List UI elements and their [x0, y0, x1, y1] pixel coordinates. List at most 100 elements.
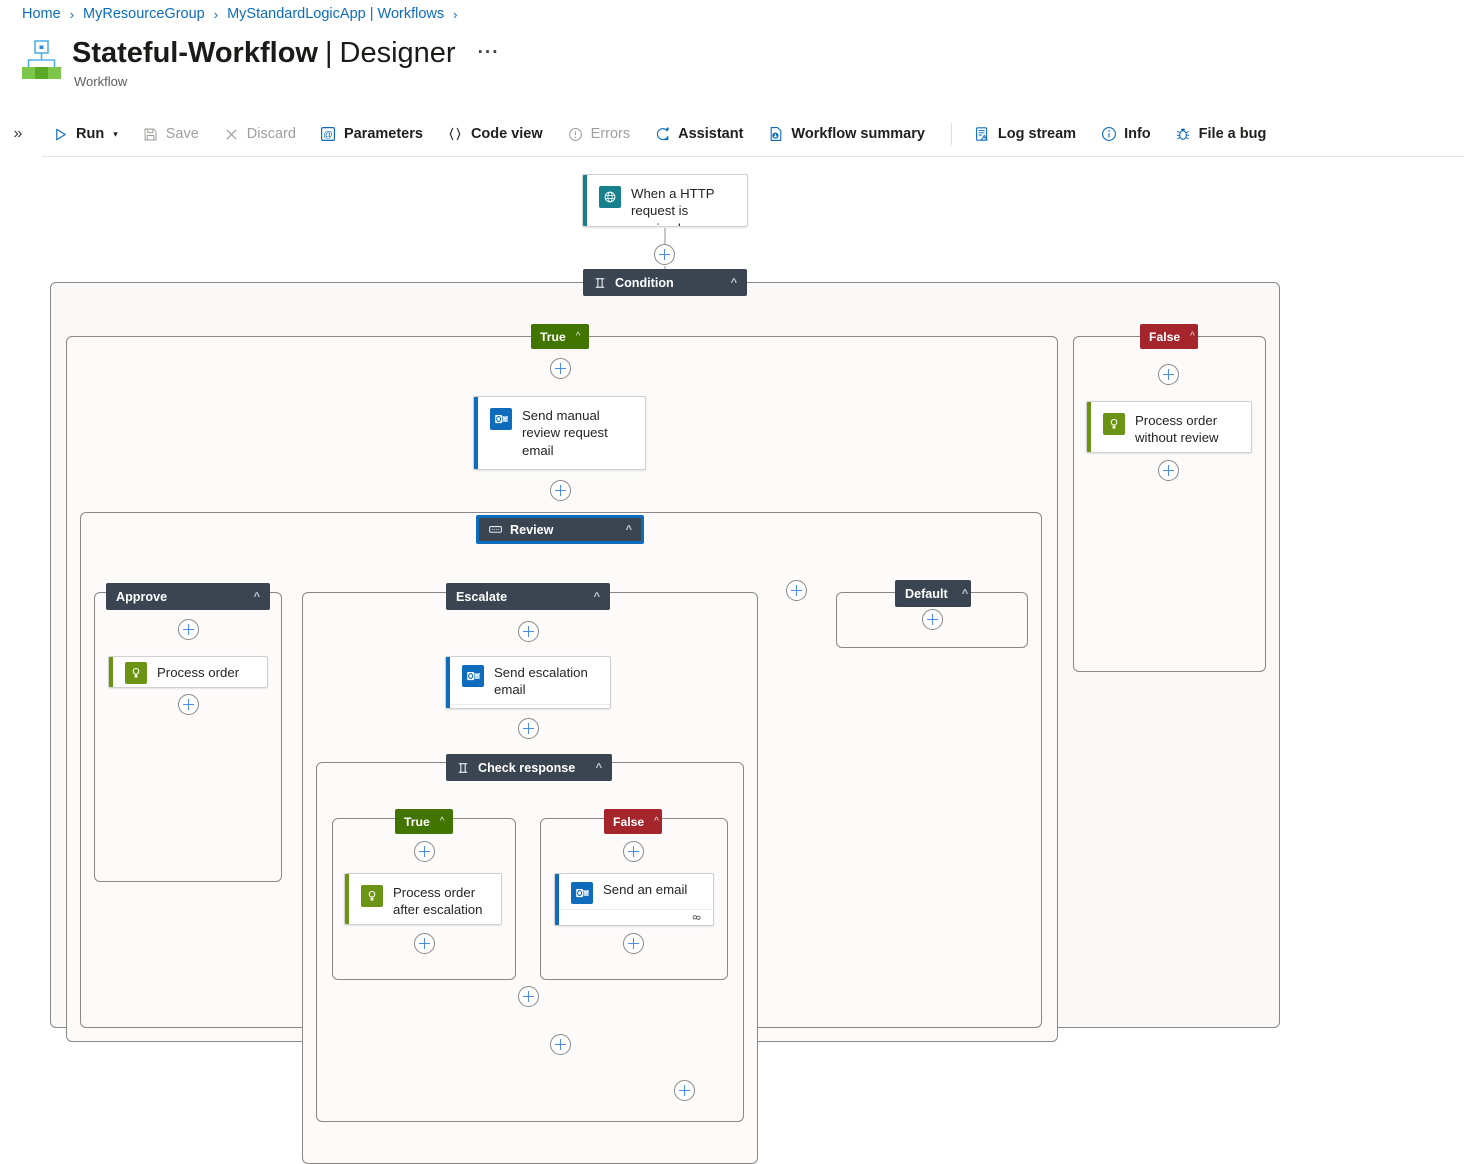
run-label: Run	[76, 126, 105, 142]
switch-case-default-header[interactable]: Default ^	[895, 580, 971, 607]
breadcrumb: Home › MyResourceGroup › MyStandardLogic…	[22, 6, 466, 22]
chevron-up-icon[interactable]: ^	[654, 816, 659, 827]
condition-node-check-response[interactable]: Check response ^	[446, 754, 612, 781]
discard-button: Discard	[213, 121, 306, 148]
toolbar-divider	[950, 123, 952, 145]
code-view-button[interactable]: Code view	[437, 121, 553, 148]
log-stream-button[interactable]: Log stream	[964, 121, 1086, 148]
file-a-bug-button[interactable]: File a bug	[1165, 121, 1277, 148]
chevron-up-icon[interactable]: ^	[1190, 331, 1195, 342]
compose-icon	[361, 885, 383, 907]
switch-case-escalate-header[interactable]: Escalate ^	[446, 583, 610, 610]
chevron-up-icon[interactable]: ^	[961, 587, 969, 600]
check-response-badge-true[interactable]: True ^	[395, 809, 453, 834]
breadcrumb-item-logic-app[interactable]: MyStandardLogicApp | Workflows	[227, 6, 445, 22]
outlook-icon	[462, 665, 484, 687]
add-action-button[interactable]	[178, 619, 199, 640]
add-action-button[interactable]	[518, 621, 539, 642]
add-action-button[interactable]	[518, 986, 539, 1007]
bug-icon	[1175, 126, 1192, 143]
action-node-label: Process order after escalation	[393, 885, 483, 918]
add-action-button[interactable]	[414, 841, 435, 862]
errors-label: Errors	[590, 126, 631, 142]
action-node-send-manual-review[interactable]: Send manual review request email	[473, 396, 646, 470]
expand-toolbar-icon[interactable]: »	[13, 125, 23, 142]
switch-case-default-label: Default	[905, 586, 948, 601]
action-node-send-escalation-email[interactable]: Send escalation email	[445, 656, 611, 709]
action-node-label: Send an email	[603, 882, 688, 897]
add-action-button[interactable]	[674, 1080, 695, 1101]
add-case-button[interactable]	[786, 580, 807, 601]
action-node-process-without-review[interactable]: Process order without review	[1086, 401, 1252, 453]
switch-case-approve-container	[94, 592, 282, 882]
check-response-badge-false[interactable]: False ^	[604, 809, 662, 834]
more-actions-button[interactable]: ···	[477, 41, 500, 63]
trigger-node-label: When a HTTP request is received	[631, 186, 715, 226]
workflow-summary-button[interactable]: Workflow summary	[757, 121, 935, 148]
toolbar-divider-line	[42, 156, 1464, 157]
chevron-up-icon[interactable]: ^	[439, 816, 445, 827]
chevron-up-icon[interactable]: ^	[593, 590, 600, 603]
action-node-label: Process order	[157, 665, 240, 681]
action-node-process-order[interactable]: Process order	[108, 656, 268, 688]
chevron-up-icon[interactable]: ^	[730, 276, 737, 289]
switch-case-approve-header[interactable]: Approve ^	[106, 583, 270, 610]
add-action-button[interactable]	[550, 358, 571, 379]
switch-node-review[interactable]: Review ^	[476, 515, 644, 544]
info-label: Info	[1124, 126, 1151, 142]
parameters-button[interactable]: @ Parameters	[310, 121, 433, 148]
chevron-up-icon[interactable]: ^	[253, 590, 260, 603]
add-action-button[interactable]	[654, 244, 675, 265]
link-connection-icon[interactable]	[588, 705, 601, 708]
workflow-designer-canvas[interactable]: When a HTTP request is received Conditio…	[0, 158, 1464, 1164]
node-connection-footer	[474, 469, 645, 470]
run-button[interactable]: Run ▾	[42, 121, 128, 148]
info-button[interactable]: Info	[1090, 121, 1161, 148]
workflow-summary-icon	[767, 126, 784, 143]
assistant-button[interactable]: Assistant	[644, 121, 753, 148]
chevron-up-icon[interactable]: ^	[595, 761, 602, 774]
add-action-button[interactable]	[550, 1034, 571, 1055]
condition-icon	[456, 761, 470, 775]
node-accent-bar	[446, 657, 450, 708]
link-connection-icon[interactable]	[691, 910, 704, 925]
check-response-badge-false-label: False	[613, 814, 645, 829]
add-action-button[interactable]	[1158, 460, 1179, 481]
add-action-button[interactable]	[623, 933, 644, 954]
action-node-send-an-email[interactable]: Send an email	[554, 873, 714, 926]
parameters-label: Parameters	[343, 126, 423, 142]
branch-badge-true-label: True	[540, 329, 566, 344]
add-action-button[interactable]	[623, 841, 644, 862]
chevron-up-icon[interactable]: ^	[575, 331, 581, 342]
add-action-button[interactable]	[178, 694, 199, 715]
add-action-button[interactable]	[414, 933, 435, 954]
node-connection-footer	[555, 909, 713, 925]
condition-icon	[593, 276, 607, 290]
compose-icon	[125, 662, 147, 684]
breadcrumb-item-home[interactable]: Home	[22, 6, 61, 22]
branch-badge-true[interactable]: True ^	[531, 324, 589, 349]
check-response-badge-true-label: True	[404, 814, 430, 829]
add-action-button[interactable]	[922, 609, 943, 630]
page-title-page: Designer	[339, 37, 456, 69]
add-action-button[interactable]	[518, 718, 539, 739]
info-circle-icon	[1100, 126, 1117, 143]
curly-braces-icon	[447, 126, 464, 143]
branch-badge-false[interactable]: False ^	[1140, 324, 1198, 349]
node-accent-bar	[1087, 402, 1091, 452]
save-label: Save	[165, 126, 199, 142]
outlook-icon	[571, 882, 593, 904]
page-title-resource: Stateful-Workflow	[72, 37, 318, 69]
breadcrumb-separator: ›	[213, 6, 219, 22]
outlook-icon	[490, 408, 512, 430]
add-action-button[interactable]	[1158, 364, 1179, 385]
action-node-process-after-escalation[interactable]: Process order after escalation	[344, 873, 502, 925]
condition-node-header[interactable]: Condition ^	[583, 269, 747, 296]
trigger-node-http-request[interactable]: When a HTTP request is received	[582, 174, 748, 227]
node-accent-bar	[583, 175, 587, 226]
add-action-button[interactable]	[550, 480, 571, 501]
breadcrumb-item-resource-group[interactable]: MyResourceGroup	[83, 6, 205, 22]
chevron-down-icon[interactable]: ▾	[113, 128, 118, 139]
chevron-up-icon[interactable]: ^	[625, 523, 632, 536]
assistant-label: Assistant	[678, 126, 744, 142]
